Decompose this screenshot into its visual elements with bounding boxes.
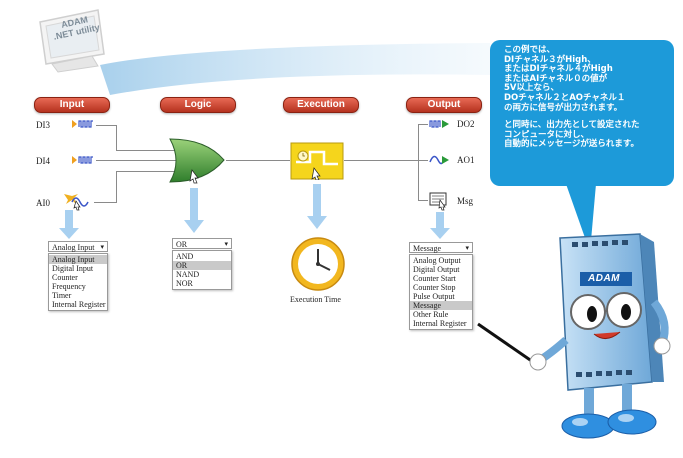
stage-execution-pill: Execution — [283, 97, 359, 113]
bubble-line: この例では、 — [504, 45, 556, 55]
wire-do2 — [418, 124, 428, 125]
dropdown-option[interactable]: Digital Input — [52, 264, 94, 273]
chevron-down-icon: ▾ — [465, 244, 469, 252]
stage-logic-pill: Logic — [160, 97, 236, 113]
stage-input-pill: Input — [34, 97, 110, 113]
wire-gate-to-exec — [226, 160, 290, 161]
bubble-line: またはDIチャネル４がHigh — [504, 64, 613, 75]
clock-icon — [291, 237, 345, 291]
wire-msg — [418, 200, 428, 201]
dropdown-option[interactable]: NAND — [176, 270, 200, 279]
dropdown-option[interactable]: Counter Start — [413, 274, 456, 283]
dropdown-option[interactable]: Analog Output — [413, 256, 461, 265]
down-arrow-icon — [59, 210, 79, 239]
bubble-paragraph-2: と同時に、出力先として設定されたコンピュータに対し、自動的にメッセージが送られま… — [504, 121, 666, 150]
execution-time-label: Execution Time — [290, 295, 341, 304]
dropdown-option[interactable]: Internal Register — [413, 319, 467, 328]
or-gate-icon — [169, 138, 225, 184]
dropdown-option[interactable]: Counter Stop — [413, 283, 456, 292]
bubble-line: DIチャネル３がHigh、 — [504, 54, 596, 65]
message-icon — [429, 192, 447, 211]
bubble-line: 5V以上なら、 — [504, 83, 559, 94]
stage-output-pill: Output — [406, 97, 482, 113]
wire-ai0 — [94, 202, 116, 203]
bubble-line: コンピュータに対し、 — [504, 129, 590, 140]
wire-exec-to-output — [344, 160, 418, 161]
bubble-line: 自動的にメッセージが送られます。 — [504, 139, 639, 150]
output-type-selected: Message — [413, 244, 441, 253]
wire-ao1 — [418, 160, 428, 161]
wire-ai0-vert — [116, 171, 117, 203]
chevron-down-icon: ▾ — [100, 243, 104, 251]
dropdown-option[interactable]: Counter — [52, 273, 78, 282]
bubble-line: またはAIチャネル０の値が — [504, 73, 608, 84]
analog-wave-icon — [64, 194, 89, 211]
dropdown-option[interactable]: OR — [173, 261, 231, 270]
wire-ai0-to-gate — [116, 171, 176, 172]
dropdown-option[interactable]: Frequency — [52, 282, 86, 291]
wire-di3-to-gate — [116, 150, 176, 151]
digital-pulse-icon — [72, 120, 93, 128]
down-arrow-icon — [307, 184, 327, 229]
digital-pulse-icon — [429, 120, 449, 128]
logic-type-selected: OR — [176, 240, 188, 249]
logic-type-select[interactable]: OR ▾ — [172, 238, 232, 249]
execution-block-icon — [290, 142, 344, 180]
output-ao1-label: AO1 — [457, 155, 475, 165]
bubble-line: の両方に信号が出力されます。 — [504, 102, 623, 113]
wire-di3-vert — [116, 125, 117, 150]
dropdown-option[interactable]: AND — [176, 252, 194, 261]
input-di4-label: DI4 — [36, 156, 50, 166]
output-do2-label: DO2 — [457, 119, 475, 129]
wire-di4 — [96, 160, 178, 161]
monitor-icon — [32, 8, 112, 74]
analog-output-icon — [429, 155, 449, 165]
dropdown-option[interactable]: NOR — [176, 279, 193, 288]
dropdown-option[interactable]: Timer — [52, 291, 72, 300]
wire-di3 — [96, 125, 116, 126]
dropdown-option[interactable]: Digital Output — [413, 265, 460, 274]
chevron-down-icon: ▾ — [224, 240, 228, 248]
input-type-selected: Analog Input — [52, 243, 95, 252]
bubble-line: と同時に、出力先として設定された — [504, 120, 640, 131]
output-type-select[interactable]: Message ▾ — [409, 242, 473, 253]
dropdown-option[interactable]: Pulse Output — [413, 292, 455, 301]
output-msg-label: Msg — [457, 196, 474, 206]
dropdown-option[interactable]: Analog Input — [49, 255, 107, 264]
down-arrow-icon — [430, 212, 450, 239]
dropdown-option[interactable]: Message — [410, 301, 472, 310]
adam-mascot-illustration — [477, 233, 671, 439]
mascot-logo: ADAM — [588, 273, 620, 284]
wire-output-vert — [418, 124, 419, 200]
dropdown-option[interactable]: Internal Register — [52, 300, 106, 309]
monitor-beam — [100, 43, 490, 95]
bubble-line: DOチャネル２とAOチャネル１ — [504, 92, 626, 103]
down-arrow-icon — [184, 188, 204, 233]
digital-pulse-icon — [72, 156, 93, 164]
input-type-select[interactable]: Analog Input ▾ — [48, 241, 108, 252]
input-ai0-label: AI0 — [36, 198, 50, 208]
input-di3-label: DI3 — [36, 120, 50, 130]
dropdown-option[interactable]: Other Rule — [413, 310, 449, 319]
bubble-tail — [566, 184, 596, 252]
